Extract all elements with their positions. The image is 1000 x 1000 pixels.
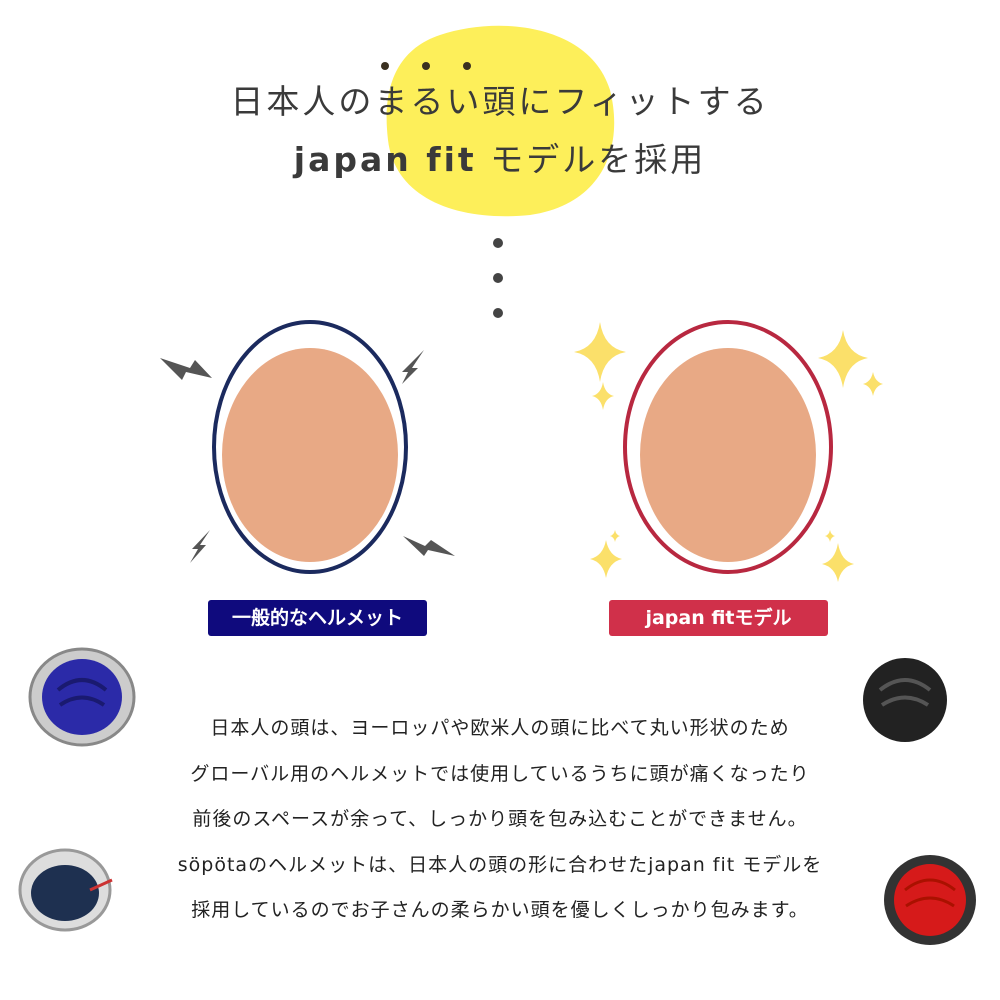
sparkle-icons — [574, 322, 883, 582]
heading-model-name: japan fit — [293, 140, 477, 179]
heading-line-1: 日本人のまるい頭にフィットする — [230, 82, 770, 121]
helmet-black-image — [863, 658, 947, 742]
heading-line-2-rest: モデルを採用 — [476, 140, 707, 179]
emphasis-dots — [381, 62, 471, 70]
general-helmet-label: 一般的なヘルメット — [208, 600, 427, 636]
pain-lightning-icons — [160, 350, 455, 563]
description-line: 日本人の頭は、ヨーロッパや欧米人の頭に比べて丸い形状のため — [210, 717, 790, 739]
description-line: 前後のスペースが余って、しっかり頭を包み込むことができません。 — [192, 808, 808, 830]
helmet-red-image — [884, 855, 976, 945]
helmet-navy-image — [18, 848, 113, 932]
description-line: グローバル用のヘルメットでは使用しているうちに頭が痛くなったり — [190, 762, 810, 785]
helmet-blue-image — [28, 647, 136, 747]
description: 日本人の頭は、ヨーロッパや欧米人の頭に比べて丸い形状のため グローバル用のヘルメ… — [150, 708, 850, 936]
description-line: söpötaのヘルメットは、日本人の頭の形に合わせたjapan fit モデルを — [177, 853, 823, 876]
head-shape-left — [222, 348, 398, 562]
description-line: 採用しているのでお子さんの柔らかい頭を優しくしっかり包みます。 — [191, 899, 809, 921]
heading-line-2: japan fit モデルを採用 — [0, 133, 1000, 181]
japan-fit-label: japan fitモデル — [609, 600, 828, 636]
vertical-dots — [493, 238, 503, 318]
head-shape-right — [640, 348, 816, 562]
highlight-blob — [386, 25, 615, 217]
